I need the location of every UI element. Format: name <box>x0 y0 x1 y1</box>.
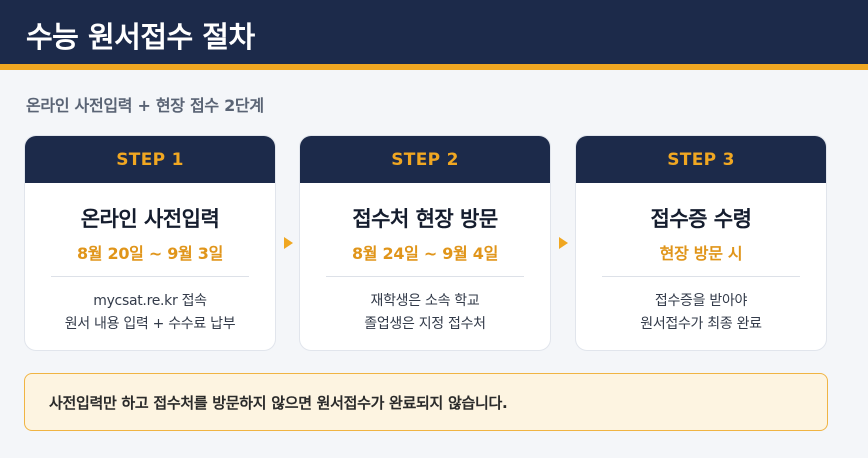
step-description-line: 재학생은 소속 학교 <box>370 293 480 309</box>
notice-text: 사전입력만 하고 접수처를 방문하지 않으면 원서접수가 완료되지 않습니다. <box>49 393 508 412</box>
step-description-line: 원서접수가 최종 완료 <box>640 316 762 332</box>
step-description: 재학생은 소속 학교 졸업생은 지정 접수처 <box>300 290 550 336</box>
page-header: 수능 원서접수 절차 <box>0 0 868 70</box>
step-title: 접수증 수령 <box>650 207 752 231</box>
step-title: 접수처 현장 방문 <box>352 207 498 231</box>
step-date: 8월 24일 ~ 9월 4일 <box>351 244 499 263</box>
divider <box>602 276 800 277</box>
step-date: 8월 20일 ~ 9월 3일 <box>76 244 224 263</box>
step-description: mycsat.re.kr 접속 원서 내용 입력 + 수수료 납부 <box>25 290 275 336</box>
step-label: STEP 1 <box>25 136 275 183</box>
step-card-2: STEP 2 접수처 현장 방문 8월 24일 ~ 9월 4일 재학생은 소속 … <box>299 135 551 351</box>
arrow-right-icon <box>559 237 568 249</box>
step-label: STEP 3 <box>576 136 826 183</box>
step-label: STEP 2 <box>300 136 550 183</box>
step-title: 온라인 사전입력 <box>80 207 220 231</box>
section-subtitle: 온라인 사전입력 + 현장 접수 2단계 <box>26 96 264 115</box>
warning-notice: 사전입력만 하고 접수처를 방문하지 않으면 원서접수가 완료되지 않습니다. <box>24 373 828 431</box>
step-card-1: STEP 1 온라인 사전입력 8월 20일 ~ 9월 3일 mycsat.re… <box>24 135 276 351</box>
arrow-right-icon <box>284 237 293 249</box>
step-description-line: 접수증을 받아야 <box>654 293 748 309</box>
step-description-line: 원서 내용 입력 + 수수료 납부 <box>64 316 236 332</box>
step-date: 현장 방문 시 <box>659 244 743 263</box>
divider <box>326 276 524 277</box>
step-description-line: mycsat.re.kr 접속 <box>93 293 207 309</box>
page-title: 수능 원서접수 절차 <box>26 20 255 54</box>
step-card-3: STEP 3 접수증 수령 현장 방문 시 접수증을 받아야 원서접수가 최종 … <box>575 135 827 351</box>
divider <box>51 276 249 277</box>
step-description-line: 졸업생은 지정 접수처 <box>364 316 486 332</box>
step-description: 접수증을 받아야 원서접수가 최종 완료 <box>576 290 826 336</box>
